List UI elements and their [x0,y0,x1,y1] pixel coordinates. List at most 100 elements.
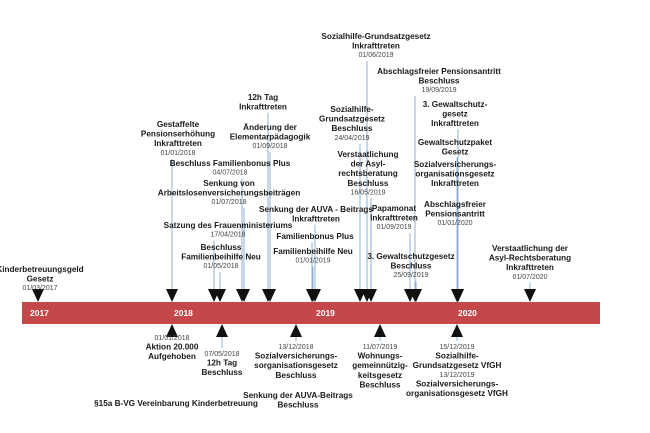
event-label: 3. Gewaltschutzgesetz [367,252,454,261]
event-label: Senkung der AUVA-Beitrags [243,391,353,400]
event-label: Sozialversicherungs- [416,380,499,389]
event-label: Inkrafttreten [431,119,479,128]
event-label: Sozialversicherungs- [255,352,338,361]
event-label: Gesetz [442,148,469,157]
event-marker-down [32,289,44,302]
event-label: Beschluss Familienbonus Plus [170,159,291,168]
event-label: Beschluss [332,124,373,133]
event-label: Aufgehoben [148,352,196,361]
event-label: Abschlagsfreier Pensionsantritt [377,67,501,76]
event-date: 01/03/2017 [22,285,57,292]
year-label: 2020 [458,308,477,318]
event-date: 01/01/2018 [160,150,195,157]
label-layer: KinderbetreuungsgeldGesetz01/03/2017Gest… [0,32,571,410]
event-marker-down [365,289,377,302]
event-date: 17/04/2018 [210,232,245,239]
event-date: 07/05/2018 [204,351,239,358]
event-label: Beschluss [360,380,401,389]
event-label: Grundsatzgesetz [319,115,385,124]
event-date: 13/12/2018 [278,344,313,351]
event-label: sorganisationsgesetz [254,361,338,370]
event-label: Beschluss [201,243,242,252]
event-label: Wohnungs- [358,352,403,361]
event-date: 25/09/2019 [393,272,428,279]
year-labels: 2017 2018 2019 2020 [30,308,477,318]
event-label: der Asyl- [351,160,386,169]
event-label: Familienbeihilfe Neu [181,253,261,262]
event-label: Gewaltschutzpaket [418,138,492,147]
event-marker-down [354,289,366,302]
event-marker-down [307,289,319,302]
event-label: gemeinnützig- [352,361,408,370]
event-label: organisationsgesetz VfGH [406,389,508,398]
event-label: Satzung des Frauenministeriums [164,221,293,230]
event-marker-up [451,324,463,337]
event-label: Verstaatlichung [338,150,399,159]
event-label: Pensionsantritt [425,210,485,219]
event-label: Inkrafttreten [239,103,287,112]
event-date: 01/07/2018 [211,199,246,206]
event-label: Inkrafttreten [292,215,340,224]
event-label: Sozialhilfe-Grundsatzgesetz [321,32,430,41]
event-label: Gestaffelte [157,120,200,129]
event-label: 12h Tag [248,93,278,102]
event-label: Beschluss [276,371,317,380]
event-label: Inkrafttreten [352,42,400,51]
event-marker-down [451,289,463,302]
event-label: Inkrafttreten [431,179,479,188]
event-label: gesetz [442,110,467,119]
event-label: Grundsatzgesetz VfGH [413,361,502,370]
event-label: Verstaatlichung der [492,244,569,253]
marker-layer [32,289,536,337]
event-label: 3. Gewaltschutz- [423,100,488,109]
event-label: Änderung der [243,122,297,132]
event-label: Abschlagsfreier [424,200,487,209]
event-marker-down [214,289,226,302]
event-date: 01/01/2019 [295,258,330,265]
event-label: Elementarpädagogik [230,133,311,142]
event-label: Senkung der AUVA - Beitrags [259,205,373,214]
event-label: Pensionserhöhung [141,130,215,139]
event-marker-up [374,324,386,337]
event-date: 01/06/2019 [358,52,393,59]
event-label: Sozialhilfe- [435,352,478,361]
event-label: §15a B-VG Vereinbarung Kinderbetreuung [94,399,258,408]
event-date: 11/07/2019 [363,344,398,351]
event-label: Aktion 20.000 [146,343,199,352]
event-label: Familienbeihilfe Neu [273,247,353,256]
event-date: 01/05/2018 [203,263,238,270]
event-date: 01/07/2020 [512,274,547,281]
event-label: Beschluss [348,179,389,188]
event-date: 15/12/2019 [439,344,474,351]
timeline-bar [22,302,600,324]
event-date: 04/07/2018 [212,170,247,177]
event-label: Asyl-Rechtsberatung [489,254,571,263]
year-label: 2018 [174,308,193,318]
year-label: 2017 [30,308,49,318]
event-marker-up [166,324,178,337]
event-marker-up [290,324,302,337]
event-date: 01/09/2019 [376,224,411,231]
event-label: Senkung von [203,179,254,188]
event-label: Sozialhilfe- [330,105,373,114]
event-date: 01/09/2018 [252,143,287,150]
event-marker-up [216,324,228,337]
event-date: 13/12/2019 [439,372,474,379]
event-date: 01/01/2020 [437,220,472,227]
event-label: Familienbonus Plus [276,232,354,241]
event-label: 12h Tag [207,359,237,368]
event-date: 19/09/2019 [421,87,456,94]
event-date: 01/01/2018 [154,335,189,342]
event-date: 16/05/2019 [350,189,385,196]
event-label: Inkrafttreten [370,214,418,223]
event-marker-down [410,289,422,302]
event-label: Sozialversicherungs- [414,160,497,169]
event-label: Inkrafttreten [154,139,202,148]
event-label: rechtsberatung [338,169,398,178]
year-label: 2019 [316,308,335,318]
event-label: Gesetz [27,275,54,284]
event-date: 24/04/2019 [334,135,369,142]
event-marker-down [524,289,536,302]
